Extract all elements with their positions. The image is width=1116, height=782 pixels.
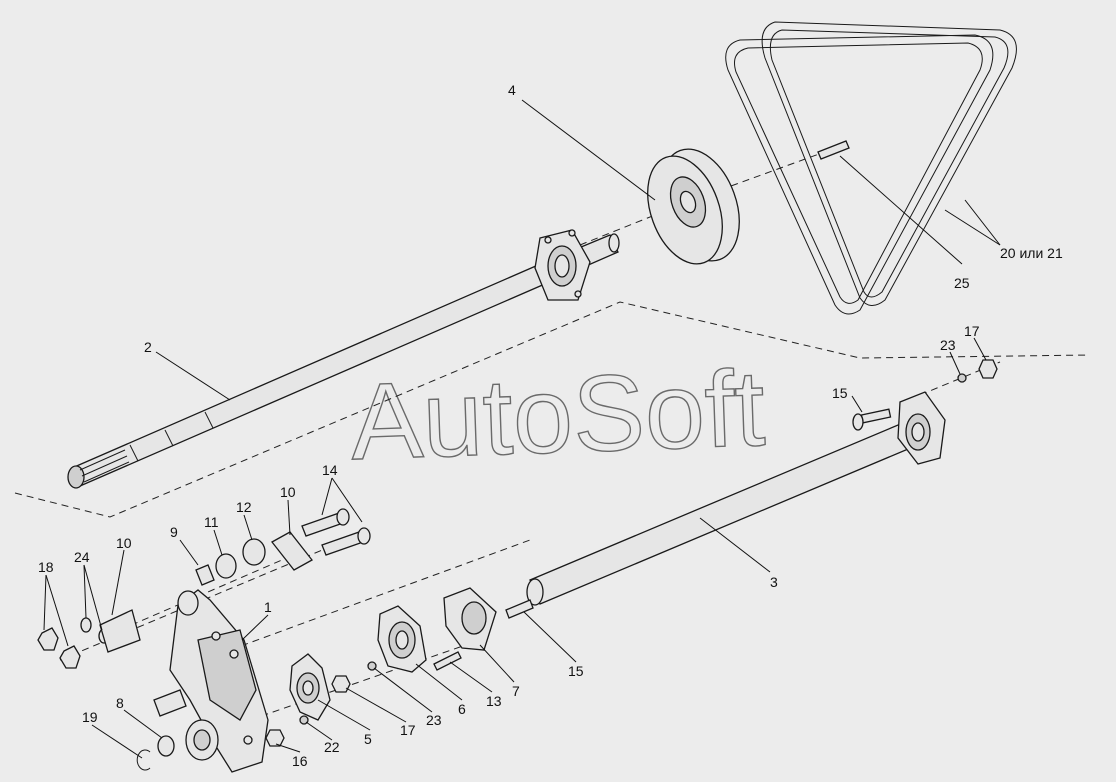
part-5-flange-bearing (289, 653, 331, 721)
part-8-ring (157, 735, 175, 757)
label-22: 22 (324, 739, 340, 755)
label-16: 16 (292, 753, 308, 769)
label-18: 18 (38, 559, 54, 575)
part-16-nut (265, 729, 285, 747)
label-10-left: 10 (116, 535, 132, 551)
label-9: 9 (170, 524, 178, 540)
part-11-bushing (215, 553, 237, 579)
label-19: 19 (82, 709, 98, 725)
label-15-upper: 15 (832, 385, 848, 401)
label-10-right: 10 (280, 484, 296, 500)
part-17-nut-lower (331, 675, 351, 693)
flange-end-tube (897, 391, 946, 465)
label-1: 1 (264, 599, 272, 615)
part-6-flange-bearing (377, 605, 427, 673)
part-4-pulley (647, 148, 740, 265)
part-14-bolts (301, 508, 371, 556)
label-6: 6 (458, 701, 466, 717)
flange-bearing-upper (534, 229, 591, 301)
label-12: 12 (236, 499, 252, 515)
assembly-axis-lines (59, 149, 1001, 721)
part-19-circlip (136, 749, 151, 771)
part-13-bolt (433, 651, 462, 671)
label-15-lower: 15 (568, 663, 584, 679)
part-9-bushing (195, 564, 215, 586)
label-20-or-21: 20 или 21 (1000, 245, 1063, 261)
label-17-lower: 17 (400, 722, 416, 738)
label-3: 3 (770, 574, 778, 590)
label-4: 4 (508, 82, 516, 98)
label-17-upper: 17 (964, 323, 980, 339)
part-18-nuts (37, 627, 81, 669)
label-5: 5 (364, 731, 372, 747)
leader-lines (43, 99, 1001, 759)
part-1-gearbox (153, 589, 269, 773)
label-24: 24 (74, 549, 90, 565)
label-23-upper: 23 (940, 337, 956, 353)
label-14: 14 (322, 462, 338, 478)
label-11: 11 (204, 514, 219, 530)
part-17-nut-upper (978, 359, 998, 379)
reference-plane-outline (14, 301, 1091, 518)
part-20-21-v-belts (725, 21, 1017, 315)
label-8: 8 (116, 695, 124, 711)
label-2: 2 (144, 339, 152, 355)
part-12-bushing (242, 538, 266, 566)
label-23-lower: 23 (426, 712, 442, 728)
part-10-plate-right (271, 531, 313, 571)
part-7-cover-plate (443, 587, 497, 651)
part-10-plate-left (99, 609, 141, 653)
watermark-autosoft: AutoSoft (349, 347, 767, 482)
label-25: 25 (954, 275, 970, 291)
part-15-bolt-upper (852, 408, 892, 431)
part-15-bolt-lower (505, 599, 534, 619)
label-13: 13 (486, 693, 502, 709)
part-23-washer-upper (957, 373, 967, 383)
part-25-key (817, 140, 850, 160)
label-7: 7 (512, 683, 520, 699)
part-labels: 4 2 3 25 20 или 21 1 14 10 12 11 9 10 24… (38, 82, 1063, 769)
